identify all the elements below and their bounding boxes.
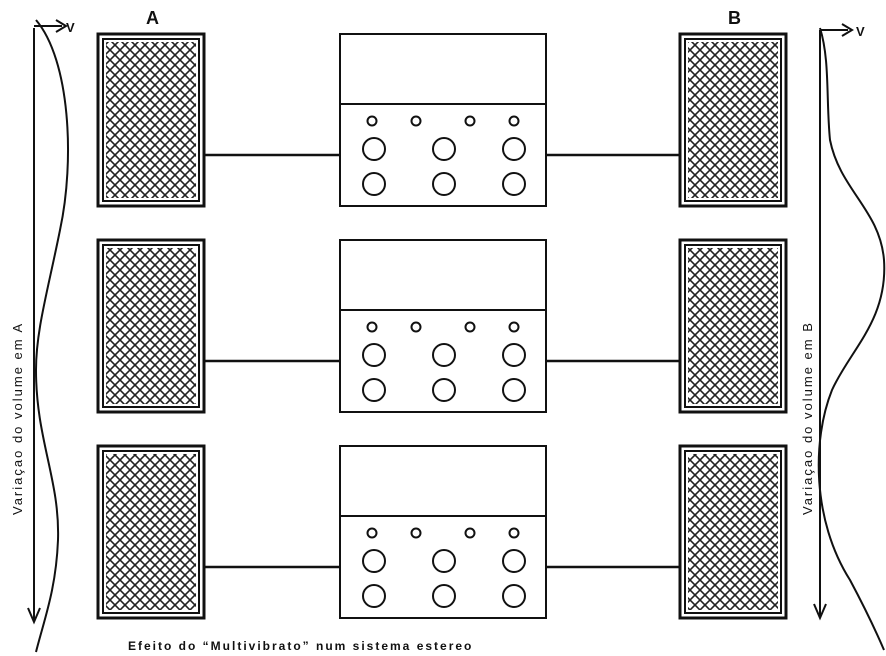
- wave-a: [34, 19, 69, 653]
- row-1-amplifier-top-panel: [339, 33, 547, 105]
- row-2-amplifier-top-panel: [339, 239, 547, 311]
- row-3-amplifier-knob-bottom-1: [362, 584, 386, 608]
- row-2-speaker-a: [96, 238, 206, 414]
- axis-b-arrow-head: [841, 23, 854, 37]
- axis-a-unit-label: V: [66, 20, 75, 35]
- diagram-caption: Efeito do “Multivibrato” num sistema est…: [128, 639, 473, 653]
- row-3-speaker-b-inner-frame: [684, 450, 782, 614]
- row-2-amplifier-led-3: [464, 321, 476, 333]
- axis-b: V Variaçao do volume em B: [800, 23, 886, 651]
- row-3-amplifier-knob-bottom-3: [502, 584, 526, 608]
- row-3: [96, 444, 788, 620]
- row-1-amplifier-led-2: [410, 115, 422, 127]
- axis-a-title: Variaçao do volume em A: [10, 322, 25, 515]
- row-3-amplifier-knob-bottom-2: [432, 584, 456, 608]
- wave-b: [817, 27, 886, 651]
- row-2-amplifier-led-4: [508, 321, 520, 333]
- speaker-b-label: B: [728, 8, 741, 28]
- row-2-amplifier-led-2: [410, 321, 422, 333]
- row-1-amplifier-control-panel: [339, 103, 547, 207]
- row-2-speaker-a-grille: [106, 248, 196, 404]
- row-2-amplifier: [339, 239, 547, 413]
- axis-a: V Variaçao do volume em A: [10, 19, 75, 653]
- row-2-speaker-b-frame: [678, 238, 788, 414]
- axis-a-bottom-arrow: [27, 607, 41, 625]
- row-1-amplifier-knob-top-1: [362, 137, 386, 161]
- row-1-amplifier-knob-bottom-3: [502, 172, 526, 196]
- speaker-a-label: A: [146, 8, 159, 28]
- row-1-amplifier-knob-bottom-2: [432, 172, 456, 196]
- row-2-speaker-a-inner-frame: [102, 244, 200, 408]
- axis-a-arrow-head: [55, 19, 68, 33]
- row-1-amplifier-led-3: [464, 115, 476, 127]
- row-2-speaker-b: [678, 238, 788, 414]
- row-1-speaker-b-frame: [678, 32, 788, 208]
- row-2-amplifier-knob-top-2: [432, 343, 456, 367]
- row-2-speaker-b-grille: [688, 248, 778, 404]
- diagram-rows: [96, 32, 788, 620]
- row-3-amplifier: [339, 445, 547, 619]
- row-1-amplifier: [339, 33, 547, 207]
- row-3-speaker-a: [96, 444, 206, 620]
- row-3-speaker-b-frame: [678, 444, 788, 620]
- row-3-amplifier-control-panel: [339, 515, 547, 619]
- row-2-speaker-a-frame: [96, 238, 206, 414]
- axis-b-title: Variaçao do volume em B: [800, 321, 815, 515]
- row-1-speaker-a-grille: [106, 42, 196, 198]
- row-2-speaker-b-inner-frame: [684, 244, 782, 408]
- row-3-speaker-a-inner-frame: [102, 450, 200, 614]
- row-1-amplifier-led-1: [366, 115, 378, 127]
- row-1-speaker-a-inner-frame: [102, 38, 200, 202]
- row-3-amplifier-led-4: [508, 527, 520, 539]
- row-3-amplifier-knob-top-3: [502, 549, 526, 573]
- row-3-amplifier-top-panel: [339, 445, 547, 517]
- row-2-amplifier-knob-bottom-3: [502, 378, 526, 402]
- row-1-speaker-b: [678, 32, 788, 208]
- row-3-amplifier-knob-top-2: [432, 549, 456, 573]
- row-3-speaker-b: [678, 444, 788, 620]
- row-1-amplifier-knob-top-3: [502, 137, 526, 161]
- row-1-amplifier-led-4: [508, 115, 520, 127]
- row-1-speaker-b-inner-frame: [684, 38, 782, 202]
- row-2-amplifier-knob-bottom-1: [362, 378, 386, 402]
- row-2: [96, 238, 788, 414]
- row-2-amplifier-knob-top-1: [362, 343, 386, 367]
- row-1-speaker-a-frame: [96, 32, 206, 208]
- row-2-amplifier-control-panel: [339, 309, 547, 413]
- row-3-amplifier-led-1: [366, 527, 378, 539]
- axis-b-unit-label: V: [856, 24, 865, 39]
- row-3-speaker-a-frame: [96, 444, 206, 620]
- row-2-amplifier-knob-top-3: [502, 343, 526, 367]
- row-2-amplifier-knob-bottom-2: [432, 378, 456, 402]
- row-3-amplifier-knob-top-1: [362, 549, 386, 573]
- row-3-speaker-b-grille: [688, 454, 778, 610]
- row-1-speaker-b-grille: [688, 42, 778, 198]
- row-3-amplifier-led-2: [410, 527, 422, 539]
- row-1-amplifier-knob-top-2: [432, 137, 456, 161]
- row-1-speaker-a: [96, 32, 206, 208]
- row-2-amplifier-led-1: [366, 321, 378, 333]
- row-3-amplifier-led-3: [464, 527, 476, 539]
- row-1-amplifier-knob-bottom-1: [362, 172, 386, 196]
- row-3-speaker-a-grille: [106, 454, 196, 610]
- row-1: [96, 32, 788, 208]
- axis-b-bottom-arrow: [813, 603, 827, 621]
